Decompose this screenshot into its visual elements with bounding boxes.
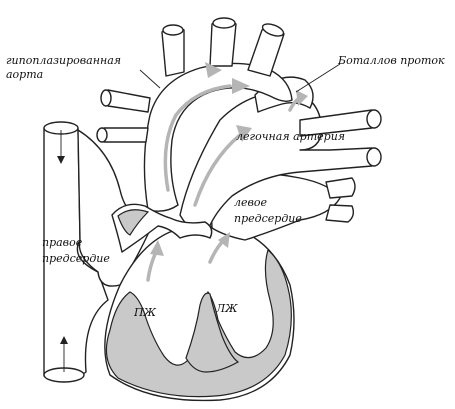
leader-aorta bbox=[140, 70, 160, 88]
label-left-ventricle: ЛЖ bbox=[215, 302, 238, 315]
label-left-atrium-1: левое bbox=[234, 196, 268, 209]
label-right-ventricle: ПЖ bbox=[133, 306, 157, 319]
label-ductus-arteriosus: Боталлов проток bbox=[337, 54, 445, 67]
label-right-atrium-1: правое bbox=[42, 236, 83, 249]
label-left-atrium-2: предсердие bbox=[234, 212, 302, 225]
label-hypoplastic-aorta-2: аорта bbox=[6, 68, 43, 81]
label-pulmonary-artery: легочная артерия bbox=[236, 130, 345, 143]
label-right-atrium-2: предсердие bbox=[42, 252, 110, 265]
leader-ductus bbox=[296, 64, 340, 92]
label-hypoplastic-aorta-1: гипоплазированная bbox=[6, 54, 121, 67]
